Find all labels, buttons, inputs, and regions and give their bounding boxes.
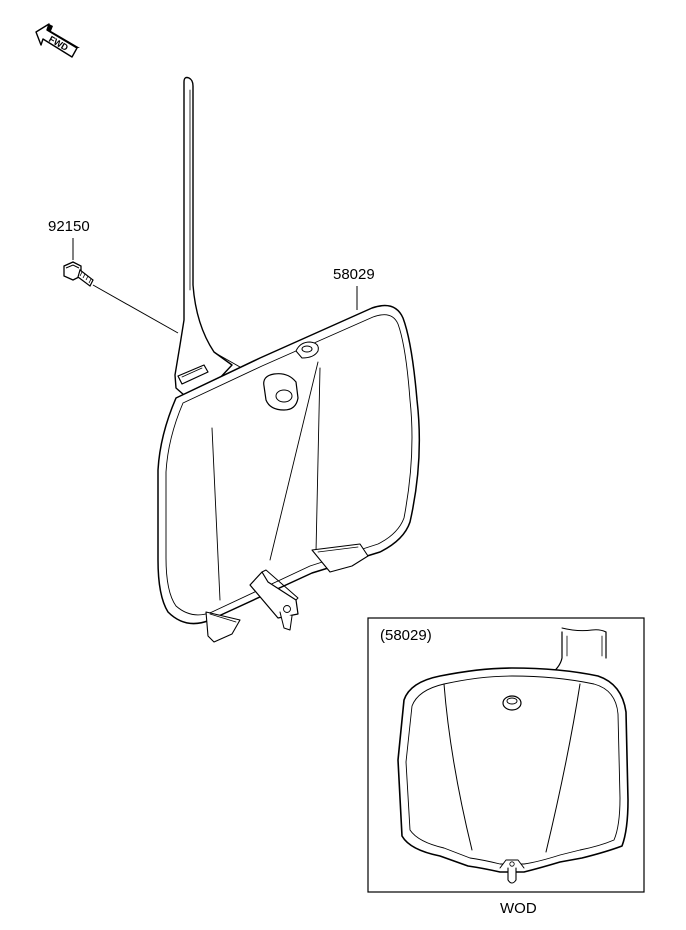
bolt-part	[63, 261, 94, 287]
inset-caption: WOD	[500, 900, 537, 917]
bolt-leader-line-a	[92, 284, 179, 334]
fwd-arrow-icon: FWD	[35, 23, 80, 58]
inset-title: (58029)	[380, 627, 432, 644]
number-plate-part	[157, 76, 421, 643]
bolt-part-number: 92150	[48, 218, 90, 235]
inset-plate-part	[397, 627, 629, 884]
plate-part-number: 58029	[333, 266, 375, 283]
